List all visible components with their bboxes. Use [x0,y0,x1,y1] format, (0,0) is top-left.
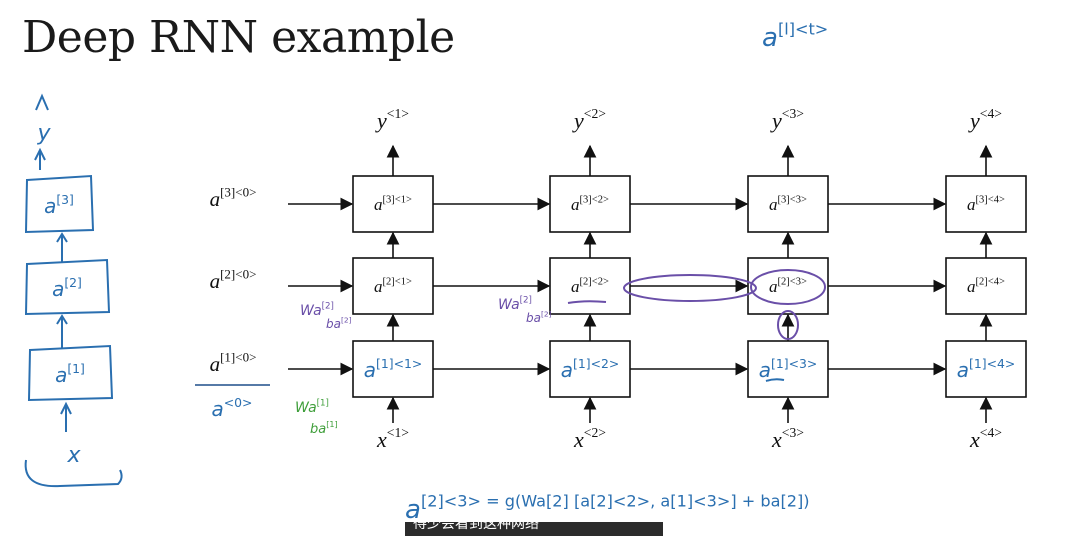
output-label-4: y<4> [968,106,1002,133]
subtitle-text: 得少会看到这种网络 [413,522,539,532]
input-label-3: x<3> [771,425,804,452]
rnn-cell-box [945,340,1027,398]
initial-state-label-2: a[2]<0> [210,267,257,293]
rnn-cell-label-handwritten: a[1]<1> [364,356,422,382]
left-stack-cell: a[2] [52,275,82,301]
input-label-2: x<2> [573,425,606,452]
handwritten-params-b2: ba[2] [326,316,352,331]
left-stack-arrow [56,232,68,262]
output-label-1: y<1> [375,106,409,133]
left-stack-arrow [56,314,68,348]
rnn-cell-box [945,175,1027,233]
rnn-cell-label: a[2]<1> [374,276,412,296]
handwritten-params-b2-b: ba[2] [526,310,552,325]
corner-note-a-l-t: a[l]<t> [762,19,828,53]
rnn-cell-label: a[2]<4> [967,276,1005,296]
left-stack-arrow-top [35,93,49,111]
handwritten-formula: a[2]<3> = g(Wa[2] [a[2]<2>, a[1]<3>] + b… [405,491,810,525]
rnn-cell-label-handwritten: a[1]<3> [759,356,817,382]
input-label-1: x<1> [376,425,409,452]
rnn-cell-box [549,257,631,315]
left-stack-brace [24,459,123,488]
rnn-cell-box [747,175,829,233]
handwritten-underline-blue [765,378,785,382]
rnn-cell-box [352,175,434,233]
left-stack-x: x [66,443,81,468]
rnn-cell-label-handwritten: a[1]<2> [561,356,619,382]
handwritten-params-w1: Wa[1] [295,399,329,416]
rnn-cell-label: a[3]<4> [967,194,1005,214]
rnn-cell-label: a[3]<2> [571,194,609,214]
rnn-cell-label-handwritten: a[1]<4> [957,356,1015,382]
left-stack-box [24,174,95,234]
handwritten-params-w2: Wa[2] [300,302,334,319]
left-stack-arrow-x [60,401,72,432]
left-stack-cell: a[1] [55,361,85,387]
rnn-cell-box [549,340,631,398]
rnn-cell-label: a[3]<3> [769,194,807,214]
rnn-cell-box [352,257,434,315]
handwritten-underline-purple [567,300,607,304]
rnn-cell-label: a[3]<1> [374,194,412,214]
rnn-cell-box [549,175,631,233]
left-stack-cell: a[3] [44,192,74,218]
rnn-cell-label: a[2]<3> [769,276,807,296]
video-subtitle: 得少会看到这种网络 [405,522,663,536]
rnn-cell-box [945,257,1027,315]
handwritten-params-w2-b: Wa[2] [498,296,532,313]
left-stack-y: y [36,121,51,146]
highlight-circle-input [777,310,799,340]
left-stack-box [27,344,114,402]
output-label-2: y<2> [572,106,606,133]
initial-state-label-1: a[1]<0> [210,350,257,376]
left-stack-box [24,258,111,316]
slide-title: Deep RNN example [22,12,455,63]
highlight-ellipse-a23 [750,269,826,305]
rnn-cell-label: a[2]<2> [571,276,609,296]
left-stack-arrow-y [34,147,46,170]
output-label-3: y<3> [770,106,804,133]
handwritten-params-b1: ba[1] [310,420,338,437]
handwritten-a0: a<0> [212,395,253,421]
initial-state-label-3: a[3]<0> [210,185,257,211]
highlight-ellipse-a22 [623,274,757,302]
input-label-4: x<4> [969,425,1002,452]
